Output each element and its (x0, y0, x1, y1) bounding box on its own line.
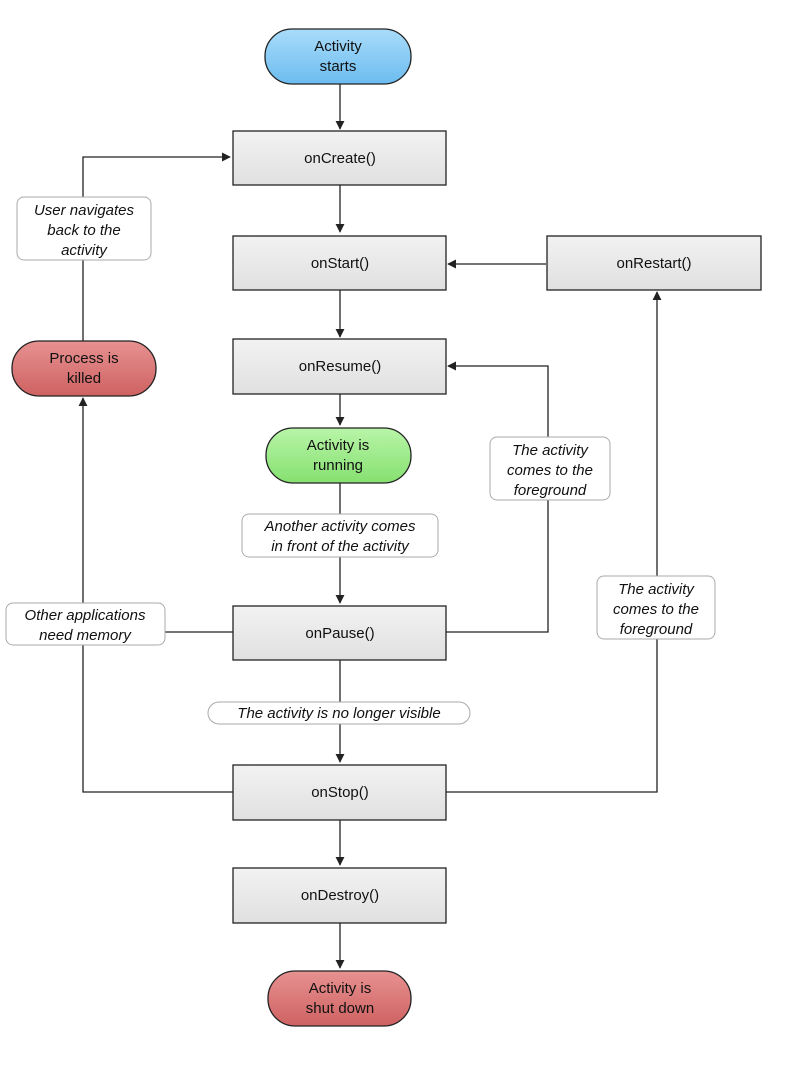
edge-label-another-activity-line-2: in front of the activity (271, 538, 410, 555)
node-activity-shut-down-line-2: shut down (306, 1000, 374, 1017)
node-ondestroy-label: onDestroy() (301, 887, 379, 904)
node-onrestart-label: onRestart() (616, 255, 691, 272)
edge-label-foreground-to-resume: The activity comes to the foreground (489, 436, 611, 501)
edge-label-user-navigates-back: User navigates back to the activity (16, 196, 152, 261)
node-activity-running-line-2: running (313, 457, 363, 474)
node-process-killed-line-1: Process is (49, 350, 118, 367)
node-onpause-label: onPause() (305, 625, 374, 642)
node-onstop-label: onStop() (311, 784, 369, 801)
edge-label-foreground-to-restart-line-2: comes to the (613, 601, 699, 618)
edge-label-foreground-to-resume-line-2: comes to the (507, 462, 593, 479)
node-onresume-label: onResume() (299, 358, 382, 375)
edge-label-foreground-to-resume-line-1: The activity (512, 442, 589, 459)
node-ondestroy: onDestroy() (232, 867, 447, 924)
edge-label-user-navigates-back-line-1: User navigates (34, 202, 135, 219)
node-oncreate: onCreate() (232, 130, 447, 186)
edge-label-other-apps-memory-line-1: Other applications (25, 607, 146, 624)
edge-label-foreground-to-resume-line-3: foreground (514, 482, 587, 499)
node-onstop: onStop() (232, 764, 447, 821)
node-activity-starts-line-2: starts (320, 58, 357, 75)
node-activity-running: Activity is running (265, 427, 412, 484)
edge-labels: User navigates back to the activity Anot… (5, 196, 716, 725)
node-activity-shut-down: Activity is shut down (267, 970, 412, 1027)
edge-label-no-longer-visible: The activity is no longer visible (207, 701, 471, 725)
edge-label-other-apps-memory: Other applications need memory (5, 602, 166, 646)
edge-killed-to-oncreate (82, 152, 231, 341)
edge-label-another-activity-line-1: Another activity comes (264, 518, 416, 535)
node-onstart: onStart() (232, 235, 447, 291)
node-onrestart: onRestart() (546, 235, 762, 291)
node-onpause: onPause() (232, 605, 447, 661)
nodes: Activity starts onCreate() onStart() onR… (11, 28, 762, 1027)
edge-label-foreground-to-restart: The activity comes to the foreground (596, 575, 716, 640)
node-onresume: onResume() (232, 338, 447, 395)
node-onstart-label: onStart() (311, 255, 369, 272)
edge-label-user-navigates-back-line-2: back to the (47, 222, 120, 239)
edge-onstop-to-onrestart (446, 291, 662, 793)
edge-label-foreground-to-restart-line-3: foreground (620, 621, 693, 638)
node-activity-running-line-1: Activity is (307, 437, 370, 454)
node-activity-shut-down-line-1: Activity is (309, 980, 372, 997)
edge-label-foreground-to-restart-line-1: The activity (618, 581, 695, 598)
node-activity-starts: Activity starts (264, 28, 412, 85)
edge-onstop-to-killed (78, 397, 233, 793)
edge-label-no-longer-visible-line-1: The activity is no longer visible (237, 705, 440, 722)
node-activity-starts-line-1: Activity (314, 38, 362, 55)
edge-label-another-activity: Another activity comes in front of the a… (241, 513, 439, 558)
edge-label-user-navigates-back-line-3: activity (61, 242, 108, 259)
edge-label-other-apps-memory-line-2: need memory (39, 627, 132, 644)
node-oncreate-label: onCreate() (304, 150, 376, 167)
node-process-killed: Process is killed (11, 340, 157, 397)
node-process-killed-line-2: killed (67, 370, 101, 387)
